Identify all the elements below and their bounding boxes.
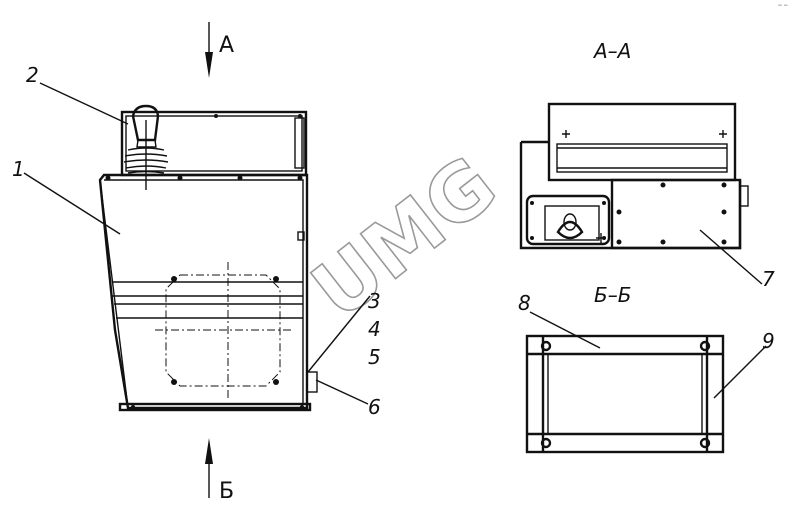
view-arrow-b-label: Б [219,479,234,504]
callout-2: 2 [26,63,39,87]
callout-7: 7 [762,267,775,291]
section-aa-view: A–A [519,39,763,285]
watermark: UMG [296,140,513,337]
callout-1: 1 [12,157,25,181]
housing [98,173,309,410]
view-arrow-b: Б [205,438,234,504]
callout-9: 9 [762,329,775,353]
joystick [123,104,169,190]
view-arrow-a-label: A [219,33,234,58]
callout-3: 3 [368,289,381,313]
callout-5: 5 [368,345,381,369]
callout-8: 8 [518,291,531,315]
callout-4: 4 [368,317,381,341]
section-bb-view: Б–Б [525,283,767,454]
corner-mark: ᵃᵇ ᵃᵃ [778,4,788,10]
view-arrow-a: A [205,22,234,78]
callout-6: 6 [368,395,381,419]
section-aa-title: A–A [592,39,631,63]
main-view: A [23,22,371,504]
section-bb-title: Б–Б [594,283,631,307]
